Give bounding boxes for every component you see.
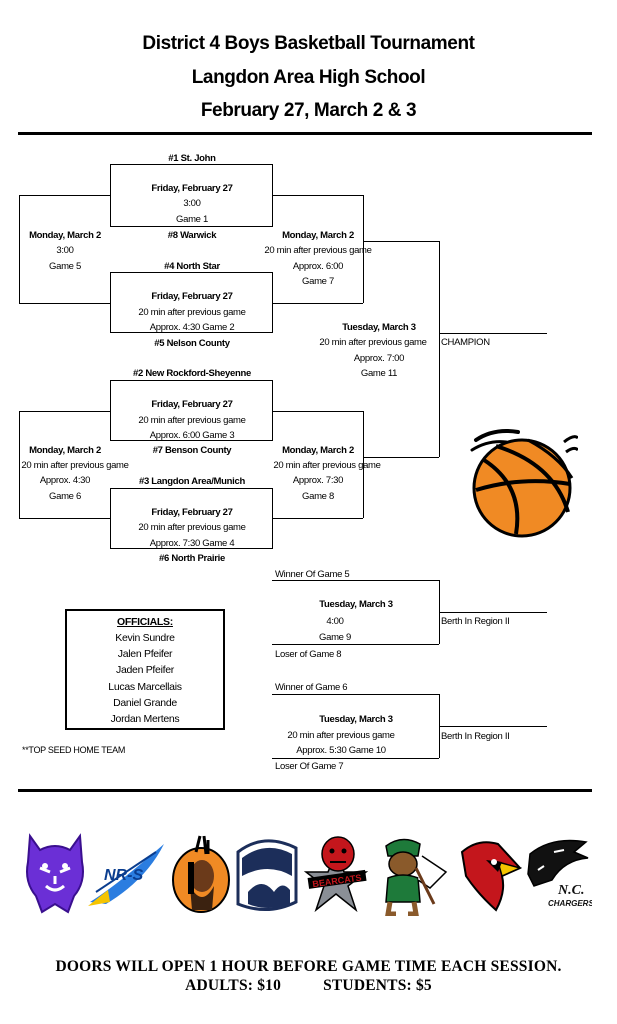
game-8-time: Approx. 7:30 <box>292 475 344 486</box>
doors-open-notice: DOORS WILL OPEN 1 HOUR BEFORE GAME TIME … <box>55 958 562 975</box>
game-7-line <box>363 195 364 303</box>
header-divider <box>18 132 592 135</box>
champion-label: CHAMPION <box>441 337 490 348</box>
game-4-time: Approx. 7:30 Game 4 <box>149 538 235 549</box>
game-2-box <box>110 272 273 333</box>
game-4-note: 20 min after previous game <box>138 522 246 533</box>
game-10-note: 20 min after previous game <box>287 730 395 741</box>
team-8-seed: #8 Warwick <box>167 230 217 241</box>
team-4-seed: #4 North Star <box>164 261 220 272</box>
game-3-note: 20 min after previous game <box>138 415 246 426</box>
team-1-seed: #1 St. John <box>168 153 216 164</box>
team-2-seed: #2 New Rockford-Sheyenne <box>133 368 251 379</box>
game-11-note: 20 min after previous game <box>319 337 427 348</box>
winner-game-6: Winner of Game 6 <box>275 682 348 693</box>
team-7-seed: #7 Benson County <box>152 445 232 456</box>
official-name: Jordan Mertens <box>110 713 180 725</box>
game-2-time: Approx. 4:30 Game 2 <box>149 322 235 333</box>
chargers-logo-text: CHARGERS <box>548 899 592 908</box>
game-8-date: Monday, March 2 <box>282 445 354 456</box>
game-4-date: Friday, February 27 <box>151 507 233 518</box>
game-8-line <box>363 411 364 518</box>
game-9-date: Tuesday, March 3 <box>319 599 393 610</box>
cardinal-logo-icon <box>460 841 522 912</box>
game-3-box <box>110 380 273 441</box>
chargers-logo-icon: N.C. CHARGERS <box>527 839 592 908</box>
team-5-seed: #5 Nelson County <box>154 338 230 349</box>
tournament-dates: February 27, March 2 & 3 <box>200 100 417 121</box>
nc-logo-text: N.C. <box>557 883 584 898</box>
game-8-label: Game 8 <box>302 491 334 502</box>
host-school: Langdon Area High School <box>191 67 426 88</box>
winner-game-5: Winner Of Game 5 <box>275 569 350 580</box>
nrs-logo-text: NR-S <box>104 867 143 884</box>
team-3-seed: #3 Langdon Area/Munich <box>138 476 246 487</box>
game-11-label: Game 11 <box>360 368 398 379</box>
official-name: Jaden Pfeifer <box>116 664 174 676</box>
game-10-date: Tuesday, March 3 <box>319 714 393 725</box>
rocket-logo-icon: NR-S <box>88 844 164 906</box>
game-7-date: Monday, March 2 <box>282 230 354 241</box>
game-5-label: Game 5 <box>49 261 81 272</box>
champion-line <box>439 333 547 334</box>
game-4-box <box>110 488 273 549</box>
game-2-date: Friday, February 27 <box>151 291 233 302</box>
officials-box: OFFICIALS: Kevin Sundre Jalen Pfeifer Ja… <box>65 609 225 730</box>
berth-region-1: Berth In Region II <box>441 616 510 627</box>
tournament-title: District 4 Boys Basketball Tournament <box>142 33 475 54</box>
game-6-time: Approx. 4:30 <box>39 475 91 486</box>
footer-divider <box>18 789 592 792</box>
game-5-line <box>19 195 20 303</box>
loser-game-8: Loser of Game 8 <box>275 649 342 660</box>
frontiersman-logo-icon <box>385 838 448 916</box>
game-5-date: Monday, March 2 <box>29 230 101 241</box>
berth-region-2: Berth In Region II <box>441 731 510 742</box>
game-9-time: 4:00 <box>326 616 344 627</box>
adult-price: ADULTS: $10 <box>185 977 282 994</box>
official-name: Daniel Grande <box>113 697 177 709</box>
game-6-note: 20 min after previous game <box>21 460 129 471</box>
game-7-label: Game 7 <box>302 276 334 287</box>
game-6-line <box>19 411 20 518</box>
bearcats-logo-icon: BEARCATS <box>303 836 369 913</box>
panther-logo-icon <box>236 839 298 911</box>
game-8-note: 20 min after previous game <box>273 460 381 471</box>
wildcat-logo-icon <box>26 833 84 914</box>
officials-title: OFFICIALS: <box>117 616 173 628</box>
official-name: Kevin Sundre <box>115 632 175 644</box>
game-11-line <box>439 241 440 457</box>
student-price: STUDENTS: $5 <box>323 977 432 994</box>
game-3-date: Friday, February 27 <box>151 399 233 410</box>
team-6-seed: #6 North Prairie <box>159 553 225 564</box>
game-9-label: Game 9 <box>319 632 351 643</box>
loser-game-7: Loser Of Game 7 <box>275 761 344 772</box>
game-11-date: Tuesday, March 3 <box>342 322 416 333</box>
warrior-logo-icon <box>172 835 230 913</box>
game-7-time: Approx. 6:00 <box>292 261 344 272</box>
game-5-time: 3:00 <box>56 245 74 256</box>
basketball-icon <box>470 429 578 538</box>
top-seed-note: **TOP SEED HOME TEAM <box>22 745 126 755</box>
game-6-date: Monday, March 2 <box>29 445 101 456</box>
official-name: Jalen Pfeifer <box>117 648 173 660</box>
game-3-time: Approx. 6:00 Game 3 <box>149 430 235 441</box>
game-10-time: Approx. 5:30 Game 10 <box>296 745 386 756</box>
game-2-note: 20 min after previous game <box>138 307 246 318</box>
game-1-date: Friday, February 27 <box>151 183 233 194</box>
official-name: Lucas Marcellais <box>108 681 182 693</box>
game-1-time: 3:00 <box>183 198 201 209</box>
game-6-label: Game 6 <box>49 491 81 502</box>
game-1-box <box>110 164 273 227</box>
game-11-time: Approx. 7:00 <box>353 353 405 364</box>
game-7-note: 20 min after previous game <box>264 245 372 256</box>
admission-prices: ADULTS: $10 STUDENTS: $5 <box>0 977 617 995</box>
game-1-label: Game 1 <box>176 214 208 225</box>
